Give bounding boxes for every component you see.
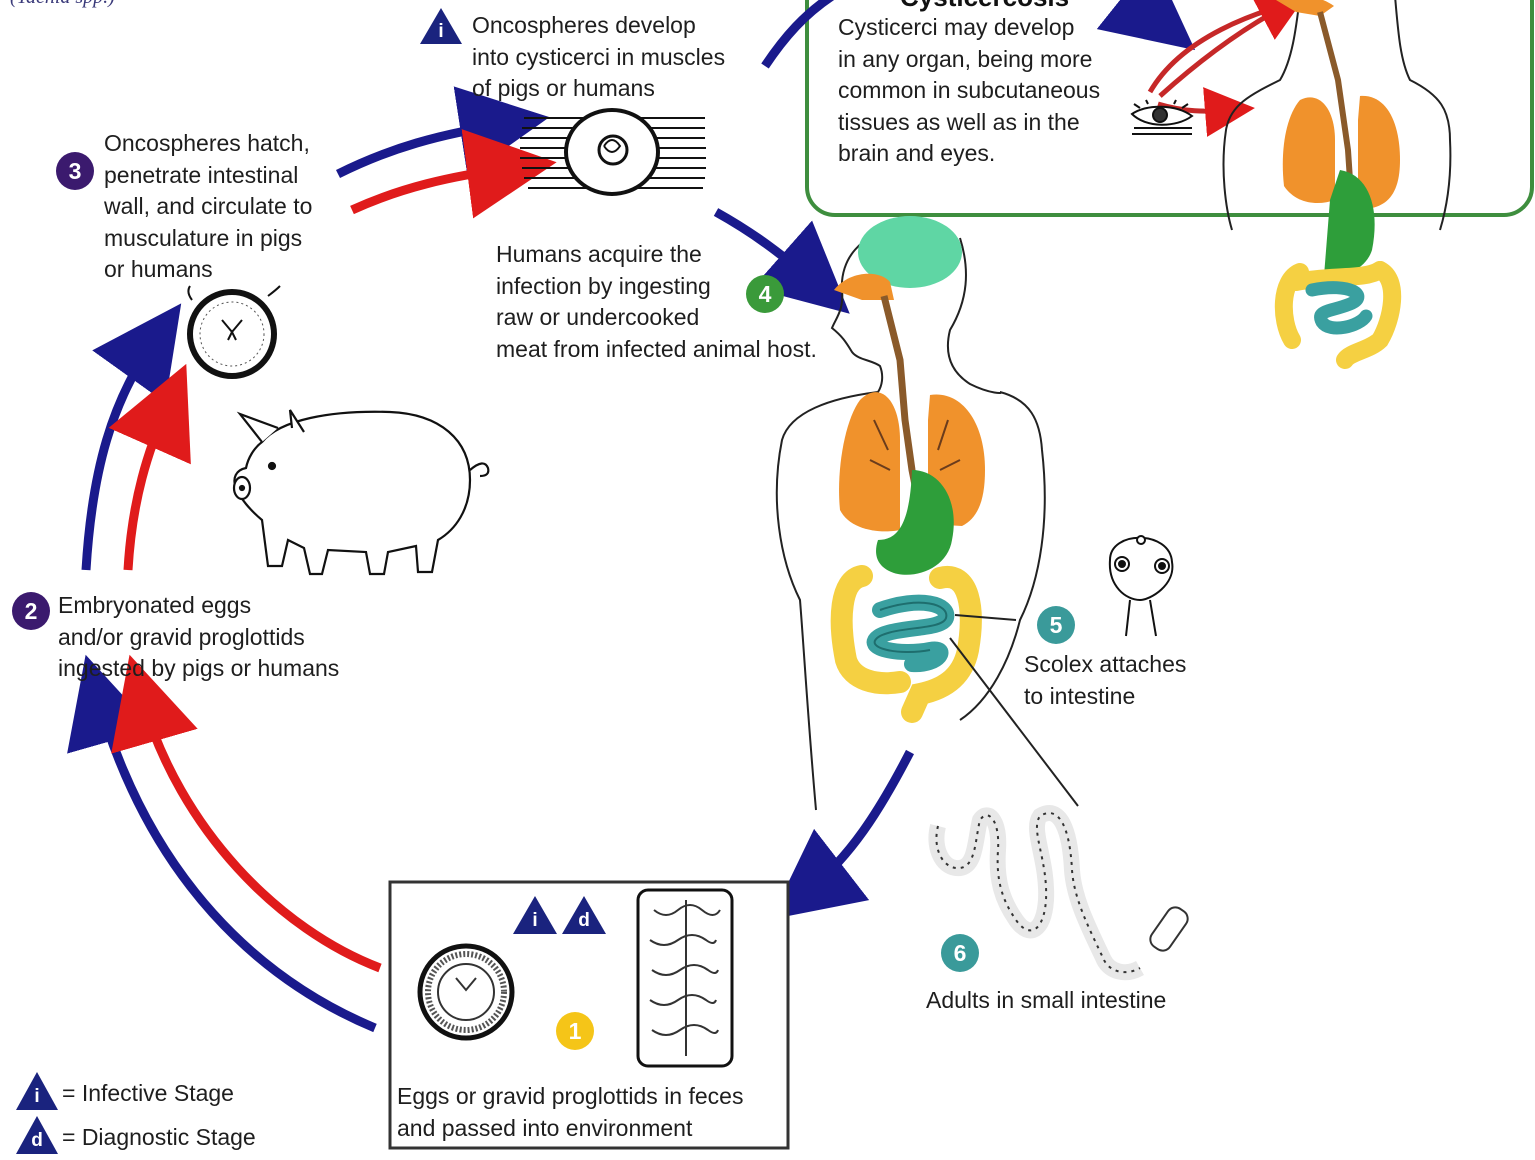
cysticercus-in-muscle-illustration <box>520 110 706 194</box>
stage-1-marker-d: d <box>564 910 604 932</box>
stage-2-badge: 2 <box>12 592 50 630</box>
oncosphere-illustration <box>188 286 280 376</box>
arrow-blue-3-to-cyst <box>338 124 505 174</box>
arrow-red-1-to-2 <box>142 698 380 968</box>
scolex-illustration <box>1110 536 1173 636</box>
pig-illustration <box>234 410 488 574</box>
stage-2-text: Embryonated eggs and/or gravid proglotti… <box>58 590 339 685</box>
stage-4-text: Humans acquire the infection by ingestin… <box>496 239 817 365</box>
arrow-red-3-to-cyst <box>352 168 512 210</box>
top-title-fragment: (Taenia spp.) <box>10 0 115 9</box>
arrow-red-2-to-3 <box>128 405 168 570</box>
stage-1-marker-i: i <box>515 910 555 932</box>
stage-5-text: Scolex attaches to intestine <box>1024 649 1186 712</box>
human-body-illustration <box>777 216 1078 810</box>
lung-left <box>839 392 900 531</box>
cysticercosis-text: Cysticerci may develop in any organ, bei… <box>838 12 1100 170</box>
gravid-proglottid-illustration <box>638 890 732 1066</box>
legend-label-infective: = Infective Stage <box>62 1078 234 1110</box>
arrow-blue-human-to-1 <box>806 752 910 892</box>
egg-illustration <box>420 946 512 1038</box>
stage-5-badge: 5 <box>1037 606 1075 644</box>
stage-1-badge: 1 <box>556 1012 594 1050</box>
legend-label-diagnostic: = Diagnostic Stage <box>62 1122 256 1154</box>
cysticerci-marker-letter: i <box>421 21 461 43</box>
stage-6-badge: 6 <box>941 934 979 972</box>
legend-symbol-i: i <box>17 1086 57 1108</box>
stage-3-text: Oncospheres hatch, penetrate intestinal … <box>104 128 312 286</box>
stage-1-text: Eggs or gravid proglottids in feces and … <box>397 1081 743 1144</box>
stage-6-text: Adults in small intestine <box>926 985 1166 1017</box>
legend-symbol-d: d <box>17 1130 57 1152</box>
stage-3-badge: 3 <box>56 152 94 190</box>
cysticerci-step-text: Oncospheres develop into cysticerci in m… <box>472 10 725 105</box>
